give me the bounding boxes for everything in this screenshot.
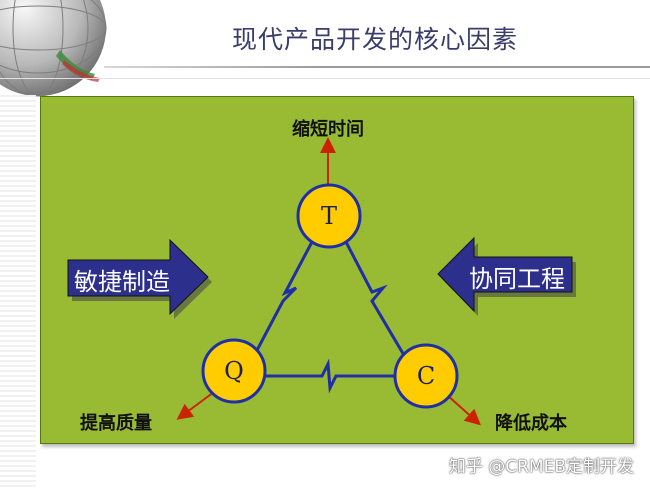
cost-outcome-arrow [446,394,481,426]
outcome-label-time: 缩短时间 [292,119,364,140]
title-divider [104,66,650,68]
node-t-letter: T [320,202,337,230]
slide-title: 现代产品开发的核心因素 [231,25,518,54]
edge-q-c [266,358,397,394]
node-t-circle [296,183,362,249]
quality-outcome-arrow [176,391,215,420]
node-q-circle [201,338,267,404]
side-stripe-decoration [0,95,36,488]
left-block-arrow-shape [67,238,212,319]
node-q-letter: Q [224,357,244,385]
edge-t-q [253,239,315,355]
edge-t-c [343,239,410,363]
left-arrow-label: 敏捷制造 [74,268,170,296]
outcome-label-quality: 提高质量 [80,413,152,434]
right-block-arrow-shape [437,236,576,316]
outcome-label-cost: 降低成本 [495,413,567,434]
right-arrow-label: 协同工程 [469,265,565,293]
header-underline [0,78,650,79]
node-c-letter: C [416,362,436,390]
node-c-circle [393,343,459,409]
watermark: 知乎 @CRMEB定制开发 [448,457,634,477]
globe-logo-icon [0,0,107,97]
